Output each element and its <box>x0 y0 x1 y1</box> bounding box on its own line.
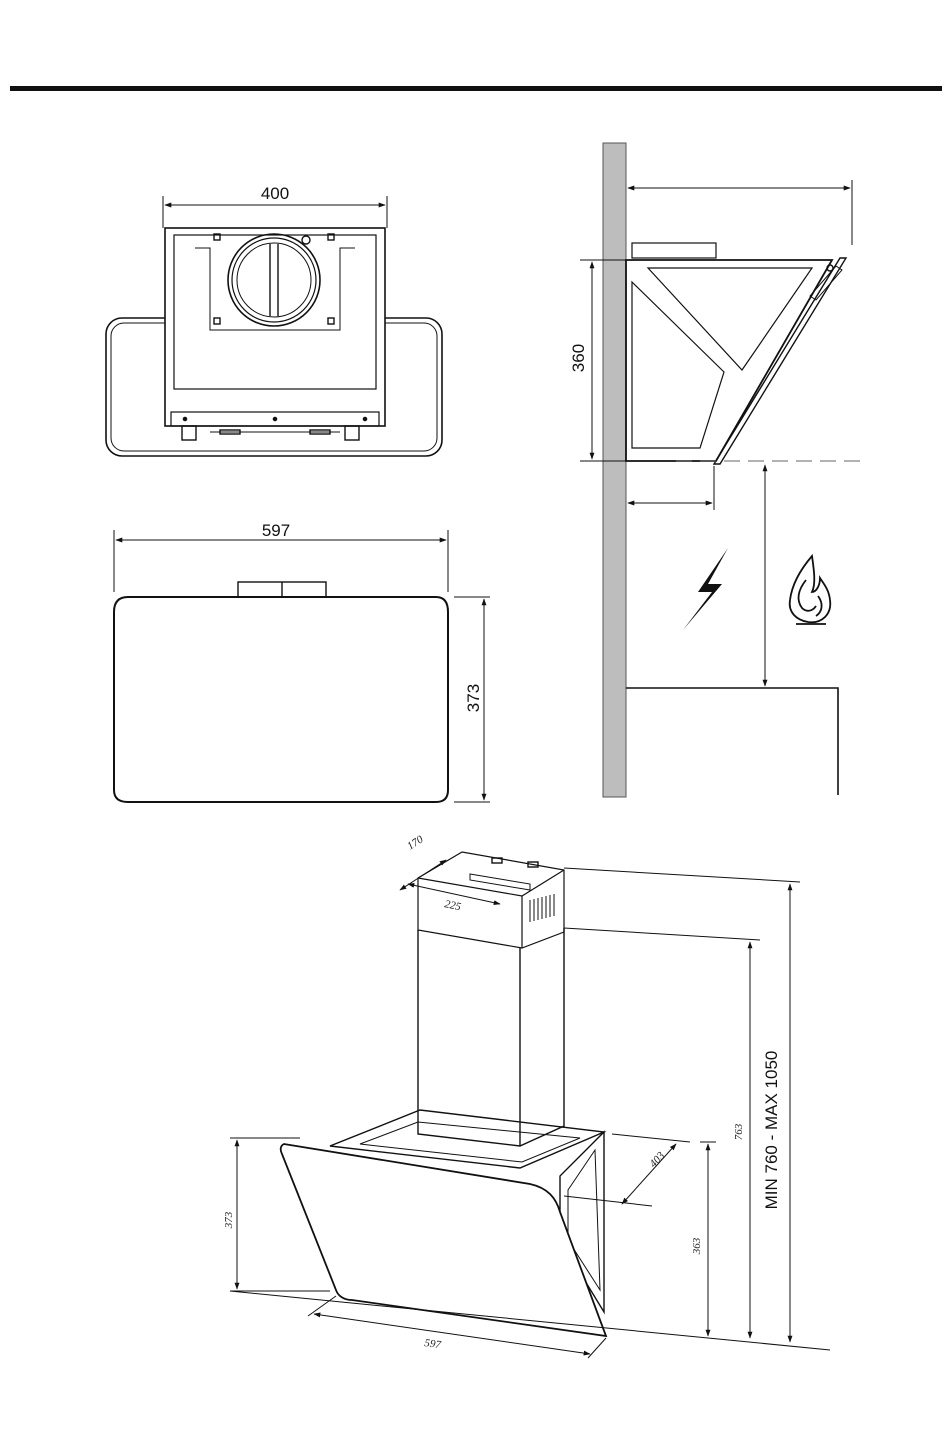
total-height-label: 763 <box>733 1123 745 1140</box>
header-rule <box>10 86 942 91</box>
top-view <box>106 196 442 456</box>
glass-width-label: 597 <box>424 1337 443 1351</box>
hood-depth-dimension-line <box>622 1144 676 1204</box>
front-width-label: 597 <box>262 521 290 540</box>
range-label: MIN 760 - MAX 1050 <box>762 1051 781 1210</box>
chimney-width-label: 225 <box>443 898 462 913</box>
hood-depth-label: 403 <box>647 1149 667 1170</box>
wall <box>603 143 626 797</box>
perspective-view <box>230 852 830 1358</box>
top-width-label: 400 <box>261 184 289 203</box>
side-height-label: 360 <box>569 344 588 372</box>
side-view <box>580 143 864 797</box>
front-view <box>114 530 490 802</box>
front-height-label: 373 <box>464 684 483 712</box>
glass-height-label: 373 <box>223 1211 235 1229</box>
chimney-depth-label: 170 <box>405 833 426 852</box>
chimney-depth-dimension-line <box>400 860 446 890</box>
electric-hazard-icon <box>683 548 728 630</box>
lower-height-label: 363 <box>691 1237 703 1255</box>
fire-hazard-icon <box>790 556 831 624</box>
